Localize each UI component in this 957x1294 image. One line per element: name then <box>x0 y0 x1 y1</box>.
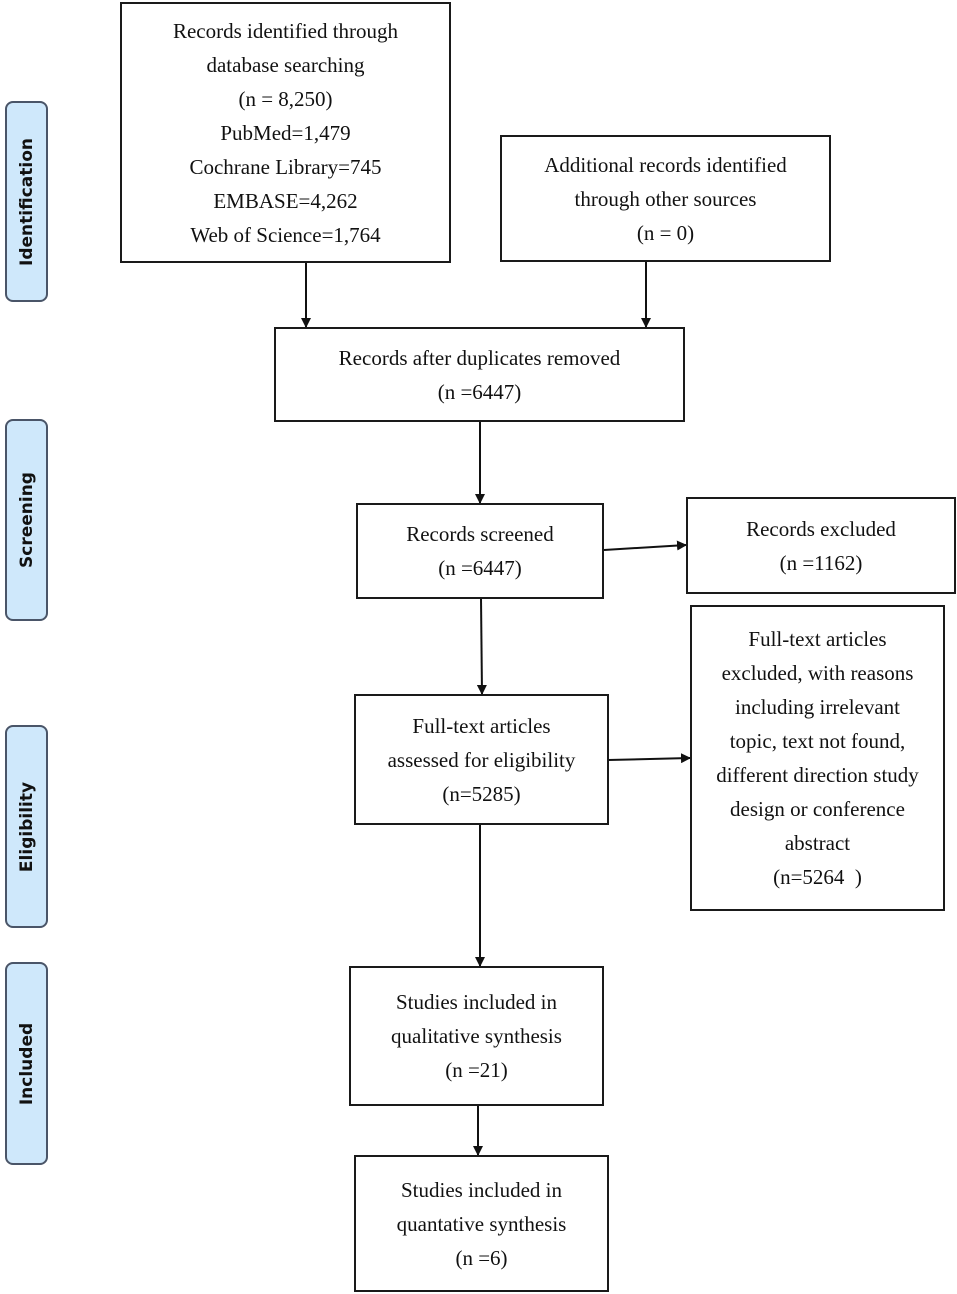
arrow-screened-to-fulltext <box>476 597 487 695</box>
arrow-fulltext-to-excluded <box>607 753 691 764</box>
box-line: Full-text articles <box>748 627 887 651</box>
box-line: database searching <box>206 52 365 77</box>
box-line: different direction study <box>716 763 919 787</box>
box-line: (n =21) <box>445 1058 508 1082</box>
stage-included-label: Included <box>16 1022 37 1105</box>
quantitative-synthesis-box: Studies included in quantative synthesis… <box>354 1155 609 1292</box>
fulltext-assessed-box: Full-text articles assessed for eligibil… <box>354 694 609 825</box>
box-line: Studies included in <box>396 990 557 1014</box>
box-line: EMBASE=4,262 <box>213 188 358 213</box>
stage-screening: Screening <box>5 419 48 621</box>
records-excluded-box: Records excluded (n =1162) <box>686 497 956 594</box>
box-line: including irrelevant <box>734 695 901 719</box>
box-line: Studies included in <box>401 1177 562 1202</box>
fulltext-excluded-box: Full-text articles excluded, with reason… <box>690 605 945 911</box>
box-line: (n =6) <box>455 1245 508 1270</box>
box-line: (n =6447) <box>438 556 522 580</box>
box-line: abstract <box>784 831 851 855</box>
box-line: (n =1162) <box>779 550 863 575</box>
stage-identification-label: Identification <box>16 137 37 266</box>
box-line: Cochrane Library=745 <box>189 154 382 179</box>
arrow-screened-to-excluded <box>603 540 687 551</box>
box-line: Web of Science=1,764 <box>190 222 381 247</box>
box-line: topic, text not found, <box>729 729 906 753</box>
box-line: quantative synthesis <box>396 1211 567 1236</box>
box-line: (n=5285) <box>442 781 521 806</box>
box-line: through other sources <box>574 186 757 211</box>
box-line: (n =6447) <box>437 379 522 404</box>
box-line: (n=5264 ) <box>773 865 862 889</box>
stage-screening-label: Screening <box>16 472 37 568</box>
box-line: assessed for eligibility <box>387 747 576 772</box>
stage-identification: Identification <box>5 101 48 302</box>
box-line: Records identified through <box>172 18 399 43</box>
duplicates-removed-box: Records after duplicates removed (n =644… <box>274 327 685 422</box>
box-line: (n = 8,250) <box>238 86 333 111</box>
box-line: Records screened <box>406 522 554 546</box>
box-line: design or conference <box>730 797 905 821</box>
box-line: Records excluded <box>746 516 896 541</box>
box-line: Records after duplicates removed <box>338 345 621 370</box>
qualitative-synthesis-box: Studies included in qualitative synthesi… <box>349 966 604 1106</box>
box-line: Full-text articles <box>412 713 551 738</box>
box-line: (n = 0) <box>636 220 695 245</box>
other-sources-box: Additional records identified through ot… <box>500 135 831 262</box>
box-line: qualitative synthesis <box>391 1024 562 1048</box>
stage-eligibility: Eligibility <box>5 725 48 928</box>
box-line: excluded, with reasons <box>721 661 914 685</box>
box-line: PubMed=1,479 <box>220 120 351 145</box>
box-line: Additional records identified <box>544 152 787 177</box>
stage-eligibility-label: Eligibility <box>16 781 37 872</box>
stage-included: Included <box>5 962 48 1165</box>
database-search-box: Records identified through database sear… <box>120 2 451 263</box>
records-screened-box: Records screened (n =6447) <box>356 503 604 599</box>
